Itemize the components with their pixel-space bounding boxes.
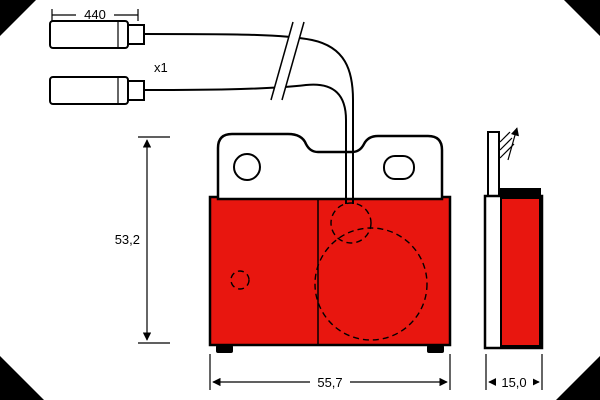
label-width: 55,7 (317, 375, 342, 390)
piston-contact-contour (314, 227, 428, 341)
dimension-thickness: 15,0 (485, 354, 543, 390)
rivet-mark (230, 270, 250, 290)
friction-pad-side (500, 197, 541, 347)
corner-mark-top-left (0, 0, 36, 36)
mounting-ear-hole-left (233, 153, 261, 181)
label-quantity: x1 (154, 60, 168, 75)
spring-direction-arrow (507, 127, 519, 161)
corner-mark-bottom-left (0, 356, 44, 400)
wire-break-symbol (270, 21, 305, 101)
wear-sensor-connector-2 (49, 76, 145, 105)
wear-sensor-hole (330, 202, 372, 244)
mounting-ear-hole-right (383, 155, 415, 180)
sensor-wires (143, 33, 354, 204)
pad-side-view (483, 127, 544, 350)
wear-sensor-connector-1 (49, 20, 145, 49)
dimension-sensor-length: 440 (51, 7, 139, 22)
bottom-tab-left (216, 345, 233, 353)
backing-plate-ear-side (487, 131, 500, 197)
dimension-height: 53,2 (115, 136, 170, 344)
pad-front-view (208, 132, 452, 353)
label-height: 53,2 (115, 232, 140, 247)
corner-mark-bottom-right (556, 356, 600, 400)
label-thickness: 15,0 (501, 375, 526, 390)
corner-mark-top-right (564, 0, 600, 36)
label-sensor-length: 440 (84, 7, 106, 22)
dimension-width: 55,7 (209, 354, 451, 390)
bottom-tab-right (427, 345, 444, 353)
